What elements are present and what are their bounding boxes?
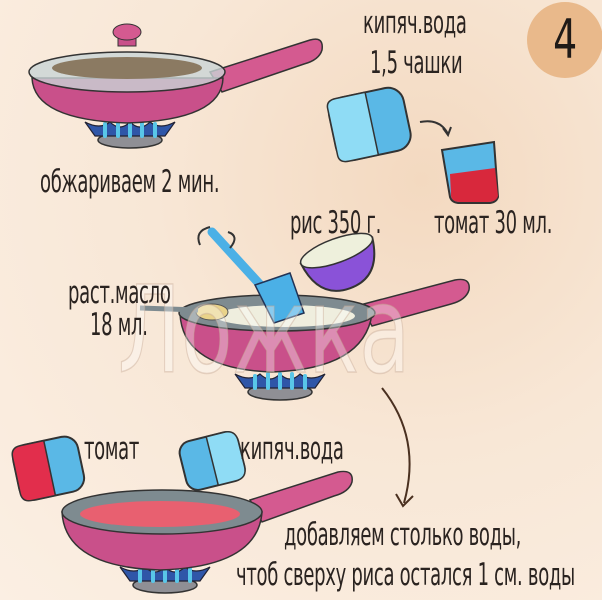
burner-icon: [118, 565, 212, 595]
fry-label: обжариваем 2 мин.: [40, 164, 220, 200]
boiled-water-bottom-label: кипяч.вода: [240, 431, 344, 467]
instruction-line-2: чтоб сверху риса остался 1 см. воды: [236, 557, 575, 593]
water-cup-icon: [326, 86, 412, 163]
step-number: 4: [552, 8, 578, 71]
spatula-icon: [197, 226, 305, 324]
rice-bowl-icon: [299, 232, 376, 292]
tomato-cup-icon: [440, 140, 500, 204]
stir-icon: [197, 226, 236, 249]
oil-amount-label: 18 мл.: [90, 307, 148, 343]
water-amount-label: 1,5 чашки: [370, 45, 463, 81]
tomato-cup-icon: [11, 435, 86, 502]
water-cup-icon: [178, 431, 246, 491]
bottom-pan: [61, 470, 353, 595]
tomato-label: томат: [84, 431, 140, 467]
step-number-badge: 4: [527, 2, 602, 78]
watermark: Ложка: [117, 261, 411, 402]
top-pan-with-lid: [28, 23, 323, 150]
burner-icon: [83, 120, 177, 150]
instruction-line-1: добавляем столько воды,: [284, 517, 522, 553]
boiled-water-label: кипяч.вода: [363, 5, 467, 41]
middle-pan: [139, 278, 470, 402]
rice-label: рис 350 г.: [290, 205, 381, 241]
arrow-icon: [381, 387, 411, 504]
oil-label: раст.масло: [68, 275, 171, 311]
tomato-amount-label: томат 30 мл.: [434, 205, 553, 241]
